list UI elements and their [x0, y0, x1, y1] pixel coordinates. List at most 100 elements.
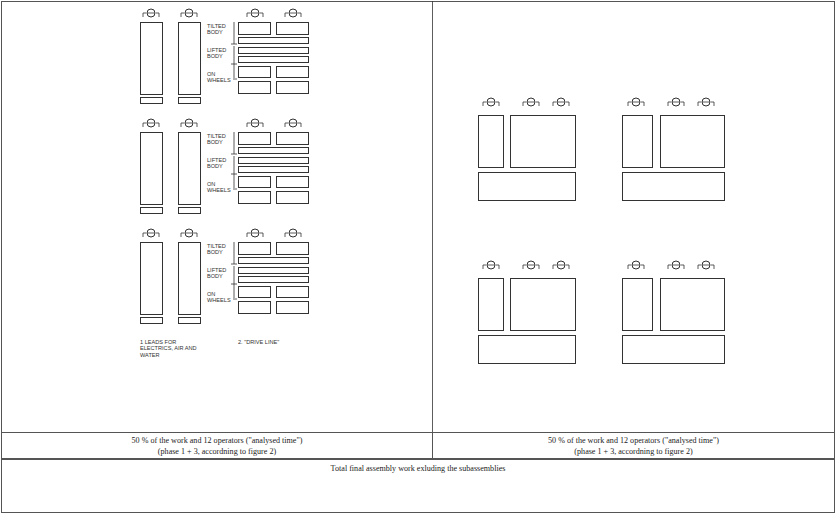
sketch-stroke [702, 265, 710, 266]
stage-label: TILTED BODY [207, 23, 233, 36]
operator-head [147, 229, 155, 237]
sketch-stroke [143, 13, 144, 17]
note-label: 1 LEADS FOR ELECTRICS, AIR AND WATER [140, 339, 206, 358]
sketch-stroke [523, 102, 524, 106]
station-box [239, 287, 271, 298]
station-box [511, 279, 576, 331]
sketch-stroke [194, 13, 197, 14]
cell-text: (phase 1 + 3, accordning to figure 2) [433, 446, 834, 457]
cell-text: 50 % of the work and 12 operators ("anal… [433, 435, 834, 446]
stage-label: LIFTED BODY [207, 157, 233, 170]
operator-head [185, 119, 193, 127]
sketch-stroke [499, 265, 500, 269]
station-box [239, 302, 271, 314]
stage-label: LIFTED BODY [207, 267, 233, 280]
stage-label: LIFTED BODY [207, 47, 233, 60]
operator-head [185, 9, 193, 17]
sketch-stroke [698, 102, 699, 106]
table-cell: 50 % of the work and 12 operators ("anal… [1, 432, 433, 459]
sketch-stroke [672, 265, 680, 266]
operator-head [632, 98, 640, 106]
sketch-stroke [231, 264, 237, 265]
station-box [479, 336, 576, 364]
sketch-stroke [231, 174, 237, 175]
sketch-stroke [553, 265, 554, 269]
station-box [239, 148, 309, 154]
station-box [141, 208, 163, 214]
sketch-stroke [714, 102, 715, 106]
sketch-stroke [496, 102, 499, 103]
sketch-stroke [536, 265, 539, 266]
sketch-stroke [234, 156, 235, 188]
sketch-stroke [156, 13, 159, 14]
station-box [239, 133, 271, 145]
station-box [479, 173, 576, 201]
sketch-stroke [247, 13, 248, 17]
table-cell: Total final assembly work exluding the s… [1, 459, 835, 513]
station-box [661, 116, 725, 168]
sketch-stroke [641, 102, 644, 103]
station-box [239, 268, 309, 274]
sketch-stroke [523, 265, 524, 269]
sketch-stroke [668, 265, 669, 269]
station-box [141, 243, 163, 315]
sketch-stroke [553, 265, 556, 266]
sketch-stroke [181, 123, 184, 124]
sketch-stroke [523, 265, 526, 266]
station-box [479, 116, 504, 168]
sketch-stroke [194, 233, 197, 234]
sketch-stroke [285, 13, 288, 14]
station-box [623, 116, 653, 168]
sketch-stroke [523, 102, 526, 103]
sketch-stroke [557, 102, 565, 103]
sketch-stroke [251, 123, 259, 124]
sketch-stroke [143, 123, 146, 124]
station-box [277, 67, 309, 78]
sketch-stroke [644, 102, 645, 106]
cell-text: Total final assembly work exluding the s… [2, 463, 834, 474]
operator-head [251, 119, 259, 127]
station-box [239, 82, 271, 94]
station-box [179, 318, 201, 324]
sketch-stroke [285, 233, 288, 234]
sketch-stroke [668, 102, 669, 106]
sketch-stroke [499, 102, 500, 106]
station-box [179, 98, 201, 104]
operator-head [702, 98, 710, 106]
sketch-stroke [698, 102, 701, 103]
sketch-stroke [156, 123, 159, 124]
operator-head [289, 9, 297, 17]
sketch-stroke [698, 265, 699, 269]
sketch-stroke [197, 233, 198, 237]
sketch-stroke [185, 13, 193, 14]
sketch-stroke [251, 13, 259, 14]
sketch-stroke [569, 102, 570, 106]
station-box [277, 177, 309, 188]
sketch-stroke [289, 13, 297, 14]
sketch-stroke [185, 123, 193, 124]
sketch-stroke [566, 265, 569, 266]
operator-head [251, 9, 259, 17]
station-box [511, 116, 576, 168]
station-box [277, 23, 309, 35]
sketch-stroke [260, 233, 263, 234]
sketch-stroke [156, 233, 159, 234]
operator-head [289, 229, 297, 237]
sketch-stroke [632, 102, 640, 103]
station-box [239, 277, 309, 283]
station-box [179, 243, 201, 315]
sketch-stroke [181, 13, 184, 14]
operator-head [557, 98, 565, 106]
sketch-stroke [181, 13, 182, 17]
sketch-stroke [234, 242, 235, 264]
sketch-stroke [632, 265, 640, 266]
station-box [239, 23, 271, 35]
station-box [277, 302, 309, 314]
sketch-stroke [557, 265, 565, 266]
sketch-stroke [668, 265, 671, 266]
sketch-stroke [247, 123, 248, 127]
operator-head [487, 98, 495, 106]
stage-label: TILTED BODY [207, 243, 233, 256]
station-box [623, 173, 725, 201]
